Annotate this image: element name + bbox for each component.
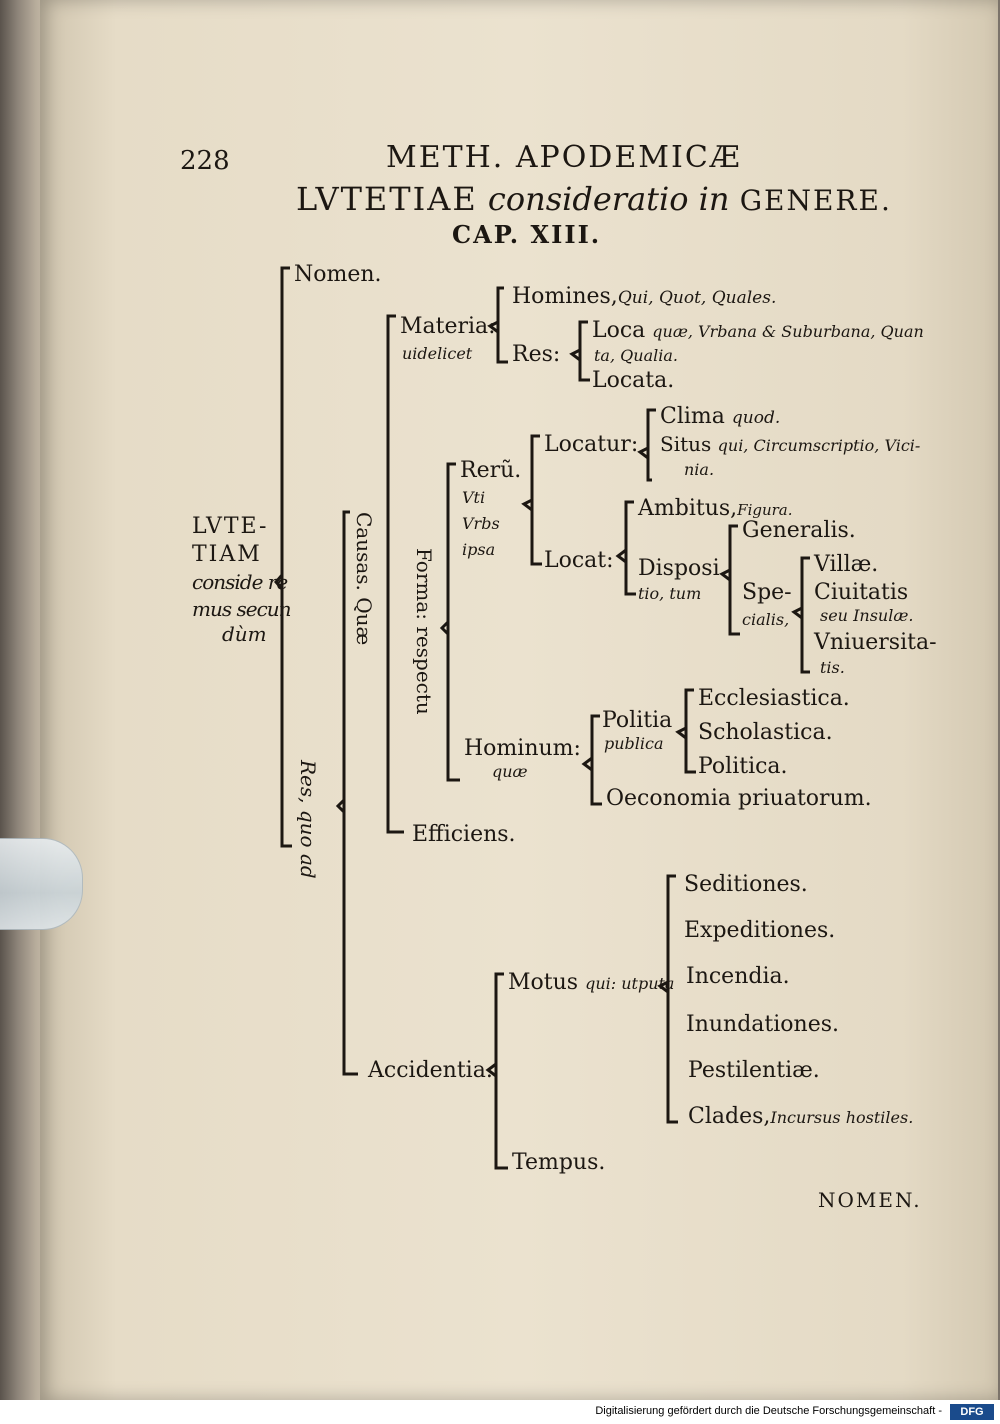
bracket-specialis xyxy=(800,556,810,674)
bracket-causas xyxy=(386,314,404,834)
locatur: Locatur: xyxy=(544,432,639,457)
dispositio: Disposi xyxy=(638,556,720,581)
dfg-logo: DFG xyxy=(950,1404,994,1420)
ambitus: Ambitus,Figura. xyxy=(638,496,793,521)
homines: Homines,Qui, Quot, Quales. xyxy=(512,284,776,309)
footer-bar: Digitalisierung gefördert durch die Deut… xyxy=(0,1400,1000,1424)
dispositio-tum: tio, tum xyxy=(638,584,702,603)
bracket-locatur xyxy=(646,408,656,482)
vniuersitatis-cont: tis. xyxy=(820,658,845,677)
motus-label: Motus xyxy=(508,970,579,995)
seditiones: Seditiones. xyxy=(684,872,808,897)
ecclesiastica: Ecclesiastica. xyxy=(698,686,850,711)
bracket-materia xyxy=(496,286,508,364)
scholastica: Scholastica. xyxy=(698,720,833,745)
page-number: 228 xyxy=(180,146,230,176)
res-quo-ad: Res, quo ad xyxy=(296,760,320,879)
seu-insulae: seu Insulæ. xyxy=(820,606,914,625)
bracket-dispositio xyxy=(728,524,740,636)
rerum-vti: Vti xyxy=(462,488,486,507)
loca-qualifiers: quæ, Vrbana & Suburbana, Quan xyxy=(652,322,924,341)
chapter-title-italic: consideratio in xyxy=(487,180,730,218)
res-label: Res: xyxy=(512,342,561,367)
vniuersitatis: Vniuersita- xyxy=(814,630,937,655)
villae: Villæ. xyxy=(814,552,879,577)
rerum: Rerũ. xyxy=(460,458,522,483)
root-line-3: conside re xyxy=(192,570,288,594)
materia: Materia: xyxy=(400,314,496,339)
expeditiones: Expeditiones. xyxy=(684,918,836,943)
clades-label: Clades, xyxy=(688,1104,771,1129)
chapter-title-lutetiae: LVTETIAE xyxy=(296,180,478,218)
specialis-cont: cialis, xyxy=(742,610,790,629)
ciuitatis: Ciuitatis xyxy=(814,580,909,605)
bracket-politia xyxy=(684,688,696,774)
clima: Clima quod. xyxy=(660,404,780,429)
bracket-res-loca xyxy=(578,320,590,382)
running-title: METH. APODEMICÆ xyxy=(386,140,742,175)
politia-publica: publica xyxy=(604,734,664,753)
homines-label: Homines, xyxy=(512,284,618,309)
chapter-number: CAP. XIII. xyxy=(452,220,602,249)
locat: Locat: xyxy=(544,548,614,573)
situs: Situs qui, Circumscriptio, Vici- xyxy=(660,432,920,456)
ambitus-label: Ambitus, xyxy=(638,496,738,521)
oeconomia: Oeconomia priuatorum. xyxy=(606,786,872,811)
locata: Locata. xyxy=(592,368,675,393)
hominum: Hominum: xyxy=(464,736,581,761)
rerum-vrbs: Vrbs xyxy=(462,514,500,533)
situs-label: Situs xyxy=(660,432,712,456)
situs-continued: nia. xyxy=(684,460,715,479)
loca: Loca quæ, Vrbana & Suburbana, Quan xyxy=(592,318,924,343)
generalis: Generalis. xyxy=(742,518,856,543)
clima-label: Clima xyxy=(660,404,725,429)
politica: Politica. xyxy=(698,754,788,779)
situs-qualifiers: qui, Circumscriptio, Vici- xyxy=(717,436,921,455)
bracket-rerum xyxy=(530,434,542,566)
politia: Politia xyxy=(602,708,673,733)
efficiens: Efficiens. xyxy=(412,822,516,847)
book-page xyxy=(40,0,998,1400)
rerum-ipsa: ipsa xyxy=(462,540,496,559)
chapter-title-genere: GENERE. xyxy=(739,184,892,217)
root-line-2: TIAM xyxy=(192,542,262,567)
funding-notice: Digitalisierung gefördert durch die Deut… xyxy=(595,1405,942,1417)
pestilentiae: Pestilentiæ. xyxy=(688,1058,820,1083)
specialis: Spe- xyxy=(742,580,792,605)
forma-respectu: Forma: respectu xyxy=(412,548,436,715)
tempus: Tempus. xyxy=(512,1150,606,1175)
loca-continued: ta, Qualia. xyxy=(594,346,678,365)
inundationes: Inundationes. xyxy=(686,1012,839,1037)
accidentia: Accidentia. xyxy=(368,1058,493,1083)
root-line-4: mus secun xyxy=(192,597,292,621)
bracket-accidentia xyxy=(494,972,508,1170)
catchword: NOMEN. xyxy=(818,1188,922,1212)
homines-qualifiers: Qui, Quot, Quales. xyxy=(617,288,777,308)
clades: Clades,Incursus hostiles. xyxy=(688,1104,913,1129)
bracket-res xyxy=(342,510,358,1076)
root-line-5: dùm xyxy=(222,622,267,646)
motus: Motus qui: utputa xyxy=(508,970,674,995)
incendia: Incendia. xyxy=(686,964,790,989)
nomen: Nomen. xyxy=(294,262,382,287)
bracket-locat xyxy=(624,500,636,596)
bracket-hominum xyxy=(590,714,602,806)
page-clip xyxy=(0,838,83,930)
root-line-1: LVTE- xyxy=(192,514,269,539)
bracket-root xyxy=(280,266,292,848)
clades-qualifier: Incursus hostiles. xyxy=(770,1108,914,1127)
ambitus-figura: Figura. xyxy=(737,501,793,519)
bracket-motus xyxy=(666,874,678,1124)
videlicet: uidelicet xyxy=(402,344,473,363)
chapter-title: LVTETIAE consideratio in GENERE. xyxy=(296,180,892,218)
motus-qualifier: qui: utputa xyxy=(585,974,675,993)
loca-label: Loca xyxy=(592,318,646,343)
hominum-quae: quæ xyxy=(492,762,528,781)
clima-qualifier: quod. xyxy=(731,408,781,428)
bracket-forma xyxy=(446,462,460,782)
causas-quae: Causas. Quæ xyxy=(352,512,376,646)
